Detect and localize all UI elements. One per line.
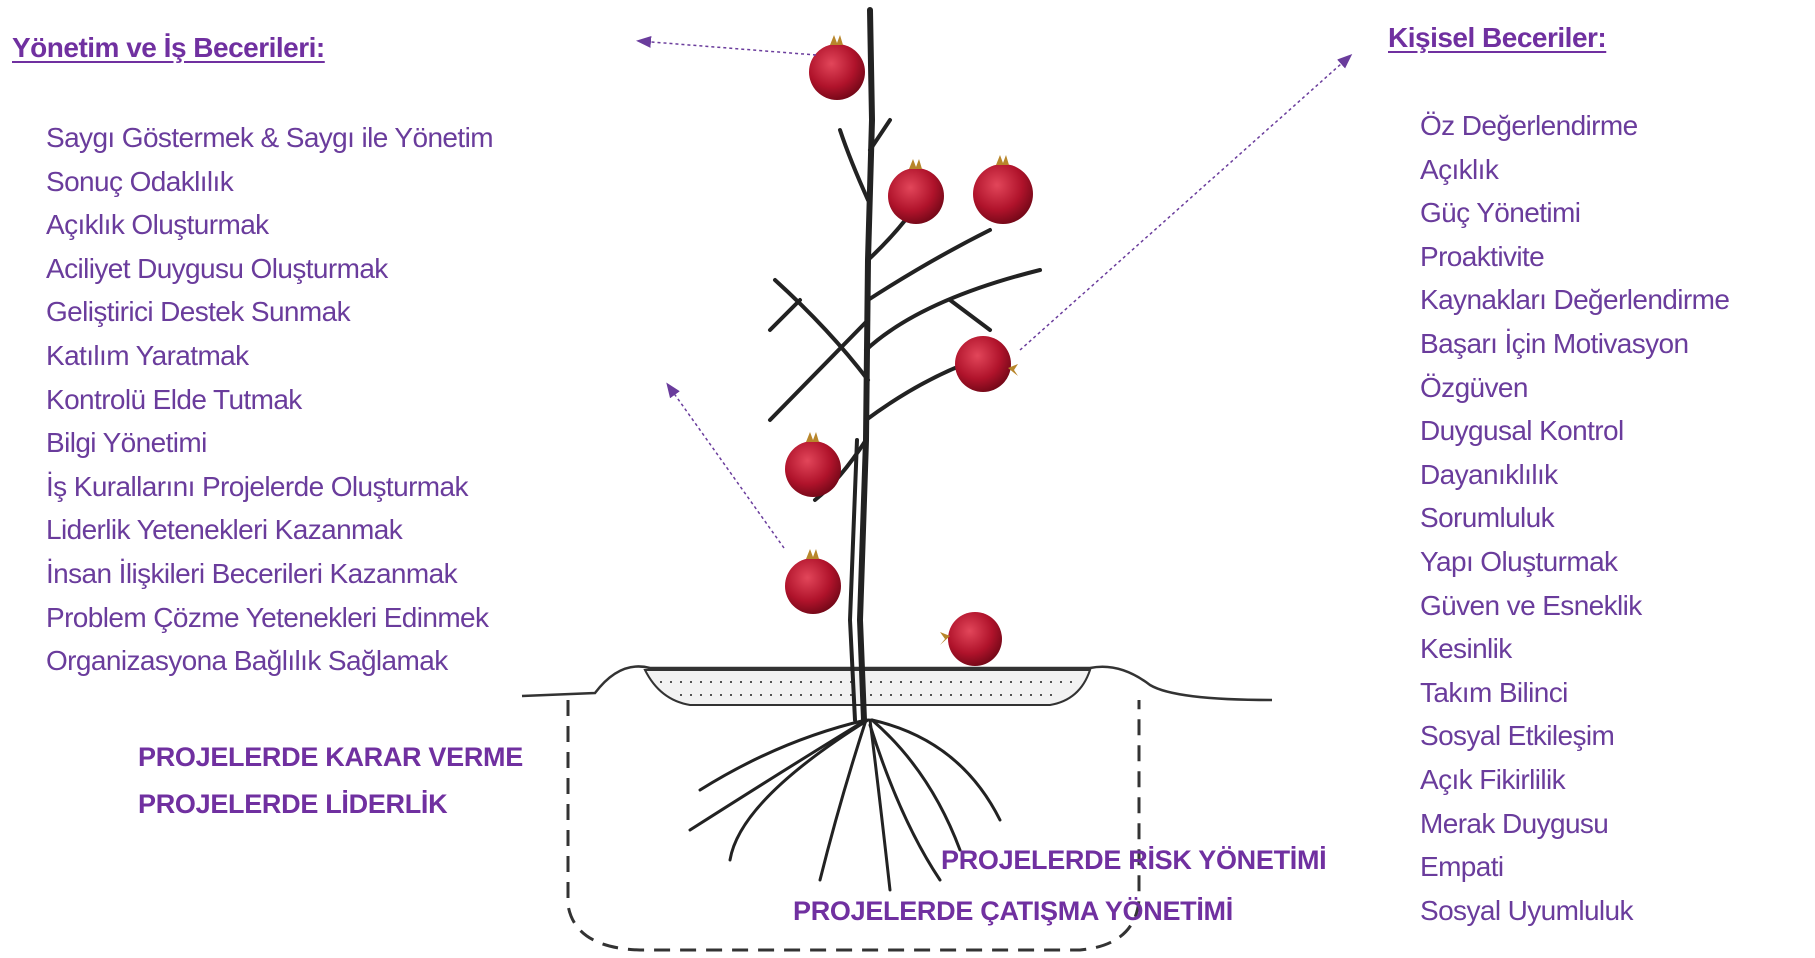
list-item: Kaynakları Değerlendirme [1420, 284, 1730, 316]
list-item: Empati [1420, 851, 1504, 883]
list-item: Kesinlik [1420, 633, 1512, 665]
dotted-arrows [636, 35, 1353, 549]
personal-skills-heading: Kişisel Beceriler: [1388, 22, 1607, 53]
list-item: Güven ve Esneklik [1420, 589, 1642, 621]
list-item: Dayanıklılık [1420, 458, 1558, 490]
list-item: Geliştirici Destek Sunmak [46, 296, 351, 328]
list-item: Problem Çözme Yetenekleri Edinmek [46, 601, 489, 633]
list-item: Kontrolü Elde Tutmak [46, 383, 302, 415]
list-item: İnsan İlişkileri Becerileri Kazanmak [46, 557, 458, 589]
pomegranate-fruits [785, 35, 1033, 666]
leadership-label: PROJELERDE LİDERLİK [138, 789, 448, 819]
list-item: Açıklık Oluşturmak [46, 209, 269, 241]
list-item: Sosyal Uyumluluk [1420, 894, 1634, 926]
list-item: Katılım Yaratmak [46, 339, 249, 371]
list-item: Aciliyet Duygusu Oluşturmak [46, 252, 388, 284]
list-item: Duygusal Kontrol [1420, 415, 1624, 447]
personal-skills-list: Öz Değerlendirme Açıklık Güç Yönetimi Pr… [1420, 104, 1730, 932]
list-item: Merak Duygusu [1420, 807, 1609, 839]
list-item: Sorumluluk [1420, 502, 1555, 534]
list-item: Başarı İçin Motivasyon [1420, 327, 1689, 359]
list-item: Organizasyona Bağlılık Sağlamak [46, 645, 448, 677]
list-item: Açıklık [1420, 153, 1499, 185]
list-item: Proaktivite [1420, 240, 1545, 272]
list-item: Açık Fikirlilik [1420, 763, 1566, 795]
list-item: Özgüven [1420, 371, 1528, 403]
risk-management-label: PROJELERDE RİSK YÖNETİMİ [941, 845, 1327, 875]
management-skills-heading: Yönetim ve İş Becerileri: [12, 32, 325, 63]
list-item: Sonuç Odaklılık [46, 165, 234, 197]
list-item: İş Kurallarını Projelerde Oluşturmak [46, 470, 469, 502]
list-item: Liderlik Yetenekleri Kazanmak [46, 514, 403, 546]
list-item: Güç Yönetimi [1420, 197, 1581, 229]
list-item: Takım Bilinci [1420, 676, 1568, 708]
soil-mound [643, 669, 1092, 706]
list-item: Sosyal Etkileşim [1420, 720, 1615, 752]
list-item: Bilgi Yönetimi [46, 427, 207, 459]
conflict-management-label: PROJELERDE ÇATIŞMA YÖNETİMİ [793, 896, 1233, 926]
ground-line [521, 665, 1273, 702]
decision-making-label: PROJELERDE KARAR VERME [138, 742, 523, 772]
list-item: Öz Değerlendirme [1420, 110, 1638, 141]
planting-hole-outline [566, 700, 1141, 952]
list-item: Yapı Oluşturmak [1420, 545, 1618, 577]
management-skills-list: Saygı Göstermek & Saygı ile Yönetim Sonu… [46, 116, 494, 683]
list-item: Saygı Göstermek & Saygı ile Yönetim [46, 122, 494, 153]
